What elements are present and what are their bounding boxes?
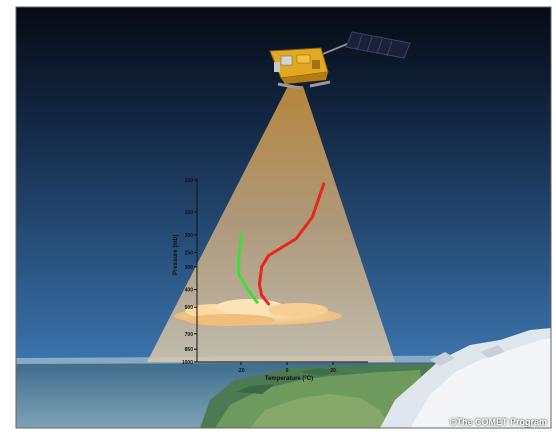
snowy-mountains (380, 328, 551, 428)
sensor-beam (147, 86, 395, 362)
copyright-credit: ©The COMET Program (449, 417, 547, 427)
x-tick-label: 20 (330, 368, 336, 374)
chart: 100 150 200 250 300 400 500 700 850 1000 -20 0 20 T… (182, 178, 368, 382)
y-tick-label: 250 (185, 250, 194, 256)
y-tick-label: 1000 (182, 360, 193, 366)
y-tick-label: 500 (185, 305, 194, 311)
y-tick-label: 200 (185, 233, 194, 239)
dewpoint-line (237, 233, 259, 304)
y-tick-label: 100 (185, 178, 194, 184)
temperature-line (257, 182, 326, 306)
y-tick-label: 300 (185, 265, 194, 271)
y-tick-label: 850 (185, 347, 194, 353)
x-axis-label: Temperature (°C) (265, 376, 313, 382)
x-tick-label: 0 (286, 368, 289, 374)
frame (15, 6, 552, 429)
satellite-icon (269, 31, 411, 90)
y-axis-label: Pressure (mb) (173, 234, 179, 275)
cloud-icon (174, 299, 342, 326)
y-tick-label: 150 (185, 210, 194, 216)
y-tick-label: 400 (185, 288, 194, 294)
y-tick-label: 700 (185, 332, 194, 338)
x-tick-label: -20 (237, 368, 244, 374)
